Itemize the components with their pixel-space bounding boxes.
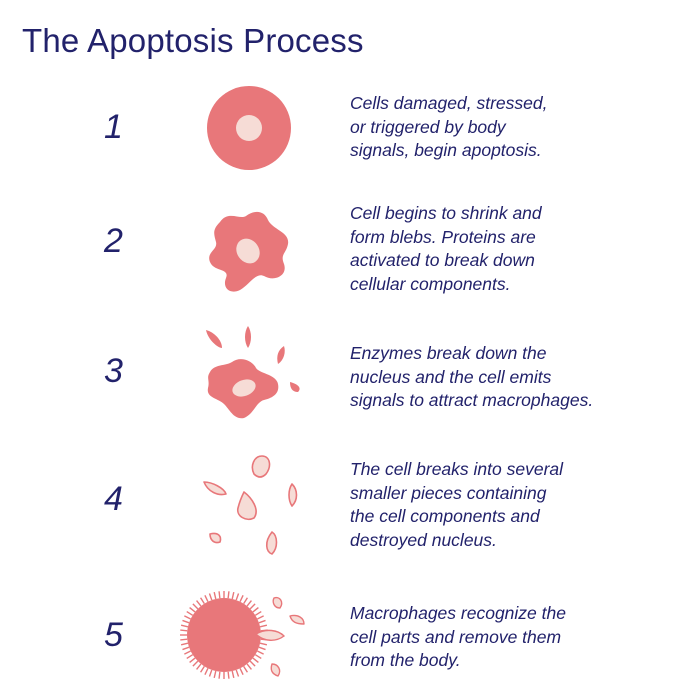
macrophage-spike: [254, 654, 262, 660]
step-description: Cell begins to shrink and form blebs. Pr…: [350, 203, 542, 294]
step-description: Cells damaged, stressed, or triggered by…: [350, 93, 548, 160]
macrophage-spike: [231, 670, 235, 679]
macrophage-spike: [182, 646, 190, 651]
fragmenting-cell-icon: [180, 318, 320, 428]
macrophage-spike: [204, 595, 209, 602]
cell-fragments-icon: [180, 444, 320, 555]
macrophage-spike: [231, 591, 235, 600]
step-description: Enzymes break down the nucleus and the c…: [350, 343, 594, 410]
macrophage-spike: [239, 668, 244, 675]
macrophage-spike: [258, 646, 266, 651]
round-cell-icon: [180, 74, 320, 184]
macrophage-spike: [252, 607, 259, 613]
macrophage-spike: [208, 593, 213, 601]
macrophage-spike: [257, 615, 264, 620]
macrophage-spike: [192, 603, 199, 610]
macrophage-spike: [180, 642, 189, 646]
macrophage-spike: [204, 668, 209, 675]
macrophage-spike: [246, 663, 252, 670]
macrophage-spike: [196, 600, 202, 607]
macrophage-spike: [227, 591, 230, 599]
blebbing-cell-icon: [180, 196, 320, 306]
macrophage-spike: [213, 670, 217, 679]
macrophage-icon: [180, 584, 320, 694]
macrophage-spike: [235, 669, 240, 677]
macrophage-spike: [189, 607, 196, 613]
macrophage-spike: [252, 657, 259, 663]
macrophage-spike: [249, 660, 256, 667]
step-5: 5 Macrophages recognize the cell parts a…: [0, 584, 700, 694]
step-number: 2: [104, 222, 123, 260]
macrophage-spike: [199, 665, 205, 673]
macrophage-spike: [243, 665, 249, 673]
step-description: Macrophages recognize the cell parts and…: [350, 603, 566, 670]
macrophage-spike: [186, 610, 194, 616]
macrophage-spike: [208, 669, 213, 677]
macrophage-spike: [246, 600, 252, 607]
step-number: 5: [104, 616, 123, 654]
macrophage-spike: [180, 629, 188, 632]
macrophage-spike: [227, 671, 230, 679]
macrophage-spike: [257, 650, 264, 655]
macrophage-spike: [184, 615, 191, 620]
step-description: The cell breaks into several smaller pie…: [350, 459, 564, 550]
step-number: 4: [104, 480, 123, 518]
step-number: 3: [104, 352, 123, 390]
macrophage-spike: [180, 624, 189, 628]
macrophage-spike: [258, 619, 266, 624]
macrophage-spike: [182, 619, 190, 624]
step-4: 4 The cell breaks into several smaller p…: [0, 444, 700, 555]
macrophage-spike: [239, 595, 244, 602]
macrophage-spike: [259, 642, 268, 646]
step-number: 1: [104, 108, 123, 146]
step-1: 1 Cells damaged, stressed, or triggered …: [0, 74, 700, 184]
macrophage-spike: [249, 603, 256, 610]
macrophage-spike: [192, 660, 199, 667]
macrophage-spike: [186, 654, 194, 660]
macrophage-spike: [199, 597, 205, 605]
macrophage-spike: [180, 638, 188, 641]
macrophage-spike: [189, 657, 196, 663]
macrophage-spike: [196, 663, 202, 670]
page-title: The Apoptosis Process: [22, 22, 364, 59]
macrophage-spike: [243, 597, 249, 605]
step-3: 3 Enzymes break down the nucleus and the…: [0, 318, 700, 428]
macrophage-spike: [218, 671, 221, 679]
macrophage-spike: [184, 650, 191, 655]
step-2: 2 Cell begins to shrink and form blebs. …: [0, 196, 700, 306]
macrophage-spike: [235, 593, 240, 601]
macrophage-spike: [213, 591, 217, 600]
macrophage-spike: [218, 591, 221, 599]
macrophage-spike: [259, 624, 268, 628]
macrophage-spike: [254, 610, 262, 616]
